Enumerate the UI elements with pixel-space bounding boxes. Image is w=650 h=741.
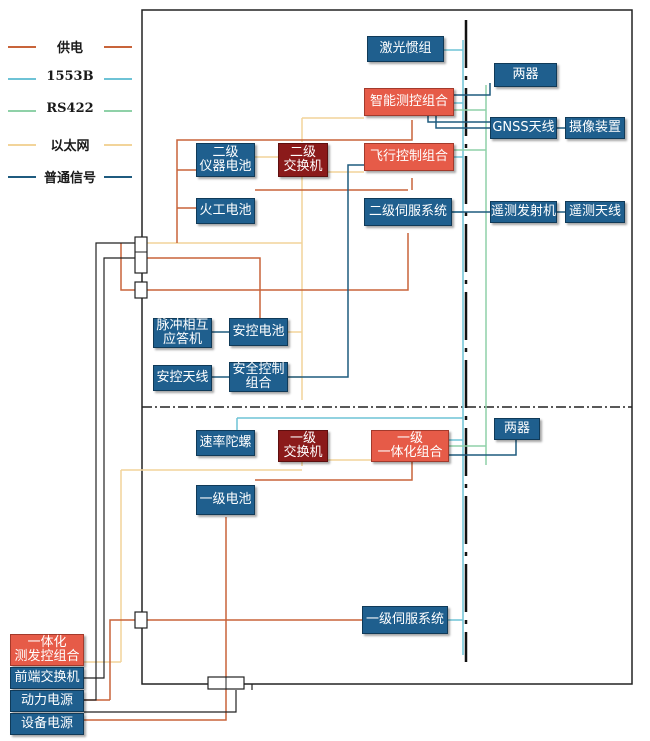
bus-1553b — [236, 40, 464, 655]
block-switch-stage1: 一级 交换机 — [278, 430, 328, 462]
power-lines — [84, 120, 413, 721]
block-flight-control: 飞行控制组合 — [364, 143, 454, 171]
block-safety-battery: 安控电池 — [229, 318, 288, 346]
connector-lower — [134, 611, 148, 629]
block-front-switch: 前端交换机 — [10, 667, 84, 689]
legend-item-signal: 普通信号 — [8, 166, 132, 186]
block-gnss-antenna: GNSS天线 — [490, 117, 557, 139]
legend-item-power: 供电 — [8, 36, 132, 56]
block-pyro-battery: 火工电池 — [196, 198, 255, 224]
bus-rs422 — [449, 85, 487, 465]
block-integrated-stage1: 一级 一体化组合 — [371, 430, 449, 462]
connector-upper-a — [134, 236, 148, 274]
legend-item-rs422: RS422 — [8, 100, 132, 120]
block-smart-measure-control: 智能测控组合 — [364, 88, 454, 116]
block-servo-stage1: 一级伺服系统 — [362, 606, 448, 634]
block-power-supply: 动力电源 — [10, 690, 84, 712]
umbilical-cables — [84, 242, 253, 713]
block-ground-measure-launch-control: 一体化 测发控组合 — [10, 634, 84, 666]
legend-item-ethernet: 以太网 — [8, 134, 132, 154]
block-safety-control: 安全控制 组合 — [229, 362, 288, 392]
block-rate-gyro: 速率陀螺 — [196, 430, 255, 456]
block-equipment-power: 设备电源 — [10, 713, 84, 735]
block-safety-antenna: 安控天线 — [153, 365, 212, 391]
legend-item-1553b: 1553B — [8, 68, 132, 88]
block-switch-stage2: 二级 交换机 — [278, 143, 328, 177]
block-battery-stage1: 一级电池 — [196, 485, 255, 515]
block-laser-imu: 激光惯组 — [367, 36, 444, 62]
block-liangqi-upper: 两器 — [494, 63, 557, 87]
block-telemetry-antenna: 遥测天线 — [565, 201, 625, 223]
vehicle-frame — [141, 9, 633, 685]
block-telemetry-transmitter: 遥测发射机 — [490, 201, 557, 223]
block-servo-stage2: 二级伺服系统 — [364, 198, 452, 226]
block-pulse-transponder: 脉冲相互 应答机 — [153, 318, 212, 348]
connector-upper-b — [134, 281, 148, 299]
block-liangqi-lower: 两器 — [494, 418, 540, 440]
signal-lines — [212, 83, 565, 456]
block-camera: 摄像装置 — [565, 117, 625, 139]
block-instrument-battery: 二级 仪器电池 — [196, 143, 255, 177]
